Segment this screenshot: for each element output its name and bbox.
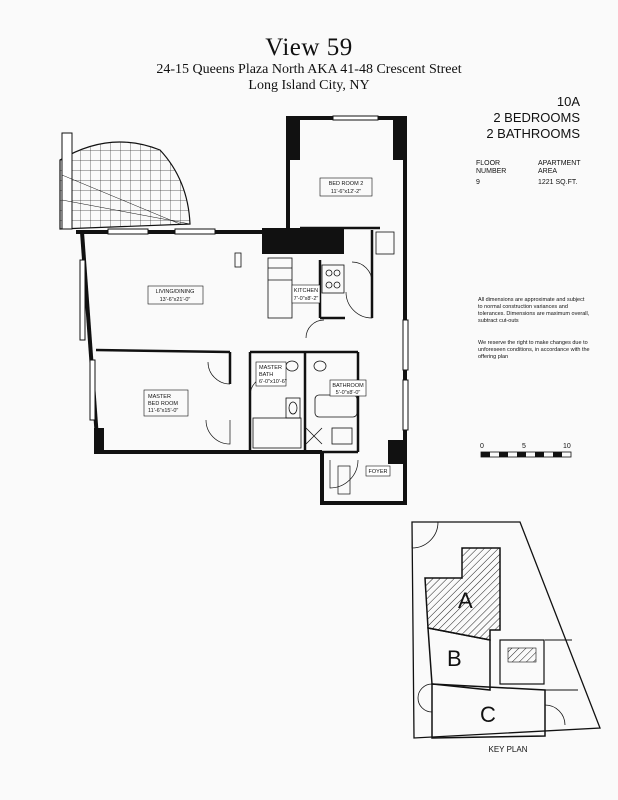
floor-number-block: FLOOR NUMBER 9 xyxy=(476,160,506,187)
living-name: LIVING/DINING xyxy=(156,289,195,295)
floor-label-2: NUMBER xyxy=(476,168,507,175)
key-label-b: B xyxy=(447,646,462,671)
foyer-name: FOYER xyxy=(369,469,388,475)
bedroom2-name: BED ROOM 2 xyxy=(329,181,364,187)
structural-columns xyxy=(94,116,407,464)
unit-summary: 10A 2 BEDROOMS 2 BATHROOMS xyxy=(486,94,580,142)
bathroom-name: BATHROOM xyxy=(332,383,364,389)
address-line-1: 24-15 Queens Plaza North AKA 41-48 Cresc… xyxy=(156,62,462,77)
key-label-a: A xyxy=(458,588,473,613)
key-plan: A B C KEY PLAN xyxy=(411,521,601,754)
master-bath-name-2: BATH xyxy=(259,372,273,378)
scale-tick-5: 5 xyxy=(522,443,526,450)
floor-value: 9 xyxy=(476,179,480,186)
scale-tick-0: 0 xyxy=(480,443,484,450)
area-label-2: AREA xyxy=(538,168,558,175)
changes-disclaimer: We reserve the right to make changes due… xyxy=(478,340,590,360)
building-title: View 59 xyxy=(265,34,353,61)
unit-number: 10A xyxy=(556,94,580,109)
scale-bar xyxy=(480,451,572,458)
bathroom-count: 2 BATHROOMS xyxy=(486,126,580,141)
master-bath-dim: 6'-0"x10'-6" xyxy=(259,379,287,385)
bedroom2-dim: 11'-6"x12'-2" xyxy=(331,189,361,195)
room-labels: BED ROOM 2 11'-6"x12'-2" LIVING/DINING 1… xyxy=(143,177,391,477)
bathroom-dim: 5'-0"x8'-0" xyxy=(336,390,361,396)
area-label: APARTMENT xyxy=(538,160,581,167)
scale-tick-10: 10 xyxy=(563,443,571,450)
master-bath-name: MASTER xyxy=(259,365,282,371)
kitchen-name: KITCHEN xyxy=(294,288,318,294)
doors xyxy=(205,261,373,495)
address-line-2: Long Island City, NY xyxy=(248,78,370,93)
interior-walls xyxy=(95,226,380,454)
dimensions-disclaimer: All dimensions are approximate and subje… xyxy=(478,297,590,324)
floor-label: FLOOR xyxy=(476,160,501,167)
terrace xyxy=(59,132,191,230)
area-value: 1221 SQ.FT. xyxy=(538,179,578,186)
bedroom-count: 2 BEDROOMS xyxy=(493,110,580,125)
kitchen-dim: 7'-0"x8'-2" xyxy=(294,296,319,302)
key-label-c: C xyxy=(480,702,496,727)
master-bed-name-2: BED ROOM xyxy=(148,401,178,407)
living-dim: 13'-6"x21'-0" xyxy=(160,297,191,303)
master-bed-name: MASTER xyxy=(148,394,171,400)
windows xyxy=(79,115,409,431)
bath-fixtures xyxy=(252,360,358,449)
master-bed-dim: 11'-6"x15'-0" xyxy=(148,408,178,414)
area-block: APARTMENT AREA 1221 SQ.FT. xyxy=(538,160,581,187)
key-plan-caption: KEY PLAN xyxy=(489,745,528,754)
